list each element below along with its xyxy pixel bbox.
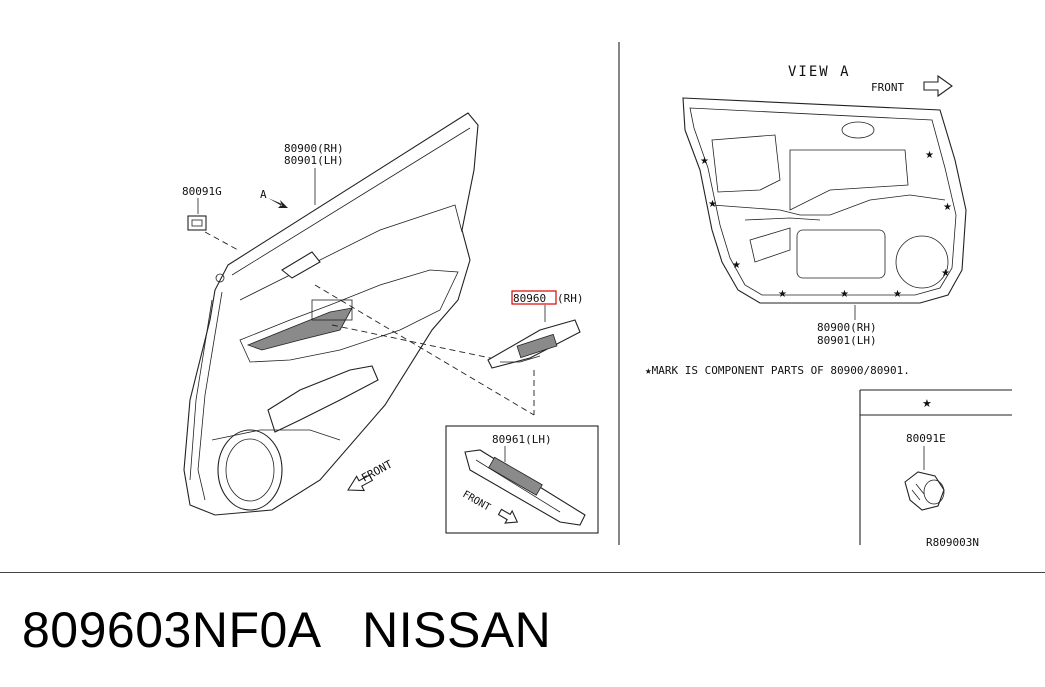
footer-title: 809603NF0A NISSAN [22, 601, 551, 659]
svg-text:★: ★ [893, 289, 902, 300]
view-a-title: VIEW A [788, 64, 851, 80]
svg-text:★: ★ [732, 260, 741, 271]
view-a-panel-drawing [682, 97, 967, 304]
svg-text:★: ★ [700, 156, 709, 167]
svg-text:★: ★ [840, 289, 849, 300]
view-a-arrow-label: A [260, 188, 267, 201]
switch-rh-part [487, 319, 581, 369]
clip-80091g-label: 80091G [182, 185, 222, 198]
component-mark-note: ★MARK IS COMPONENT PARTS OF 80900/80901. [645, 364, 910, 377]
front-label-left: FRONT [359, 457, 395, 484]
trim-rh-label-left: 80900(RH) [284, 142, 344, 155]
part-number: 809603NF0A [22, 602, 319, 658]
switch-rh-highlight-box [511, 290, 557, 305]
switch-lh-part [464, 449, 586, 526]
clip-80091e-part [904, 471, 945, 511]
view-a-arrow-icon [268, 198, 288, 208]
front-label-right: FRONT [871, 81, 904, 94]
inset-front-label: FRONT [461, 489, 493, 514]
front-arrow-right-icon [923, 74, 953, 98]
clip-80091e-label: 80091E [906, 432, 946, 445]
front-arrow-left-icon [347, 474, 374, 492]
svg-text:★: ★ [708, 199, 717, 210]
trim-rh-label-right: 80900(RH) [817, 321, 877, 334]
component-star-marks: ★ ★ ★ ★ ★ ★ ★ ★ ★ [700, 150, 952, 300]
svg-text:★: ★ [925, 150, 934, 161]
clip-80091g-part [187, 215, 207, 231]
svg-text:★: ★ [941, 268, 950, 279]
door-trim-drawing [183, 112, 535, 516]
trim-lh-label-right: 80901(LH) [817, 334, 877, 347]
switch-rh-label-highlight: 80960 [513, 292, 546, 305]
diagram-code: R809003N [926, 536, 979, 549]
svg-text:★: ★ [943, 202, 952, 213]
clip-table [859, 389, 1012, 545]
front-arrow-inset-icon [497, 508, 519, 524]
footer-bar: 809603NF0A NISSAN [0, 572, 1045, 687]
inset-lh-label: 80961(LH) [492, 433, 552, 446]
trim-lh-label-left: 80901(LH) [284, 154, 344, 167]
table-header-symbol: ★ [922, 397, 932, 410]
inset-box-lh [445, 425, 599, 534]
brand-name: NISSAN [362, 602, 552, 658]
switch-rh-label-suffix: (RH) [557, 292, 584, 305]
svg-text:★: ★ [778, 289, 787, 300]
